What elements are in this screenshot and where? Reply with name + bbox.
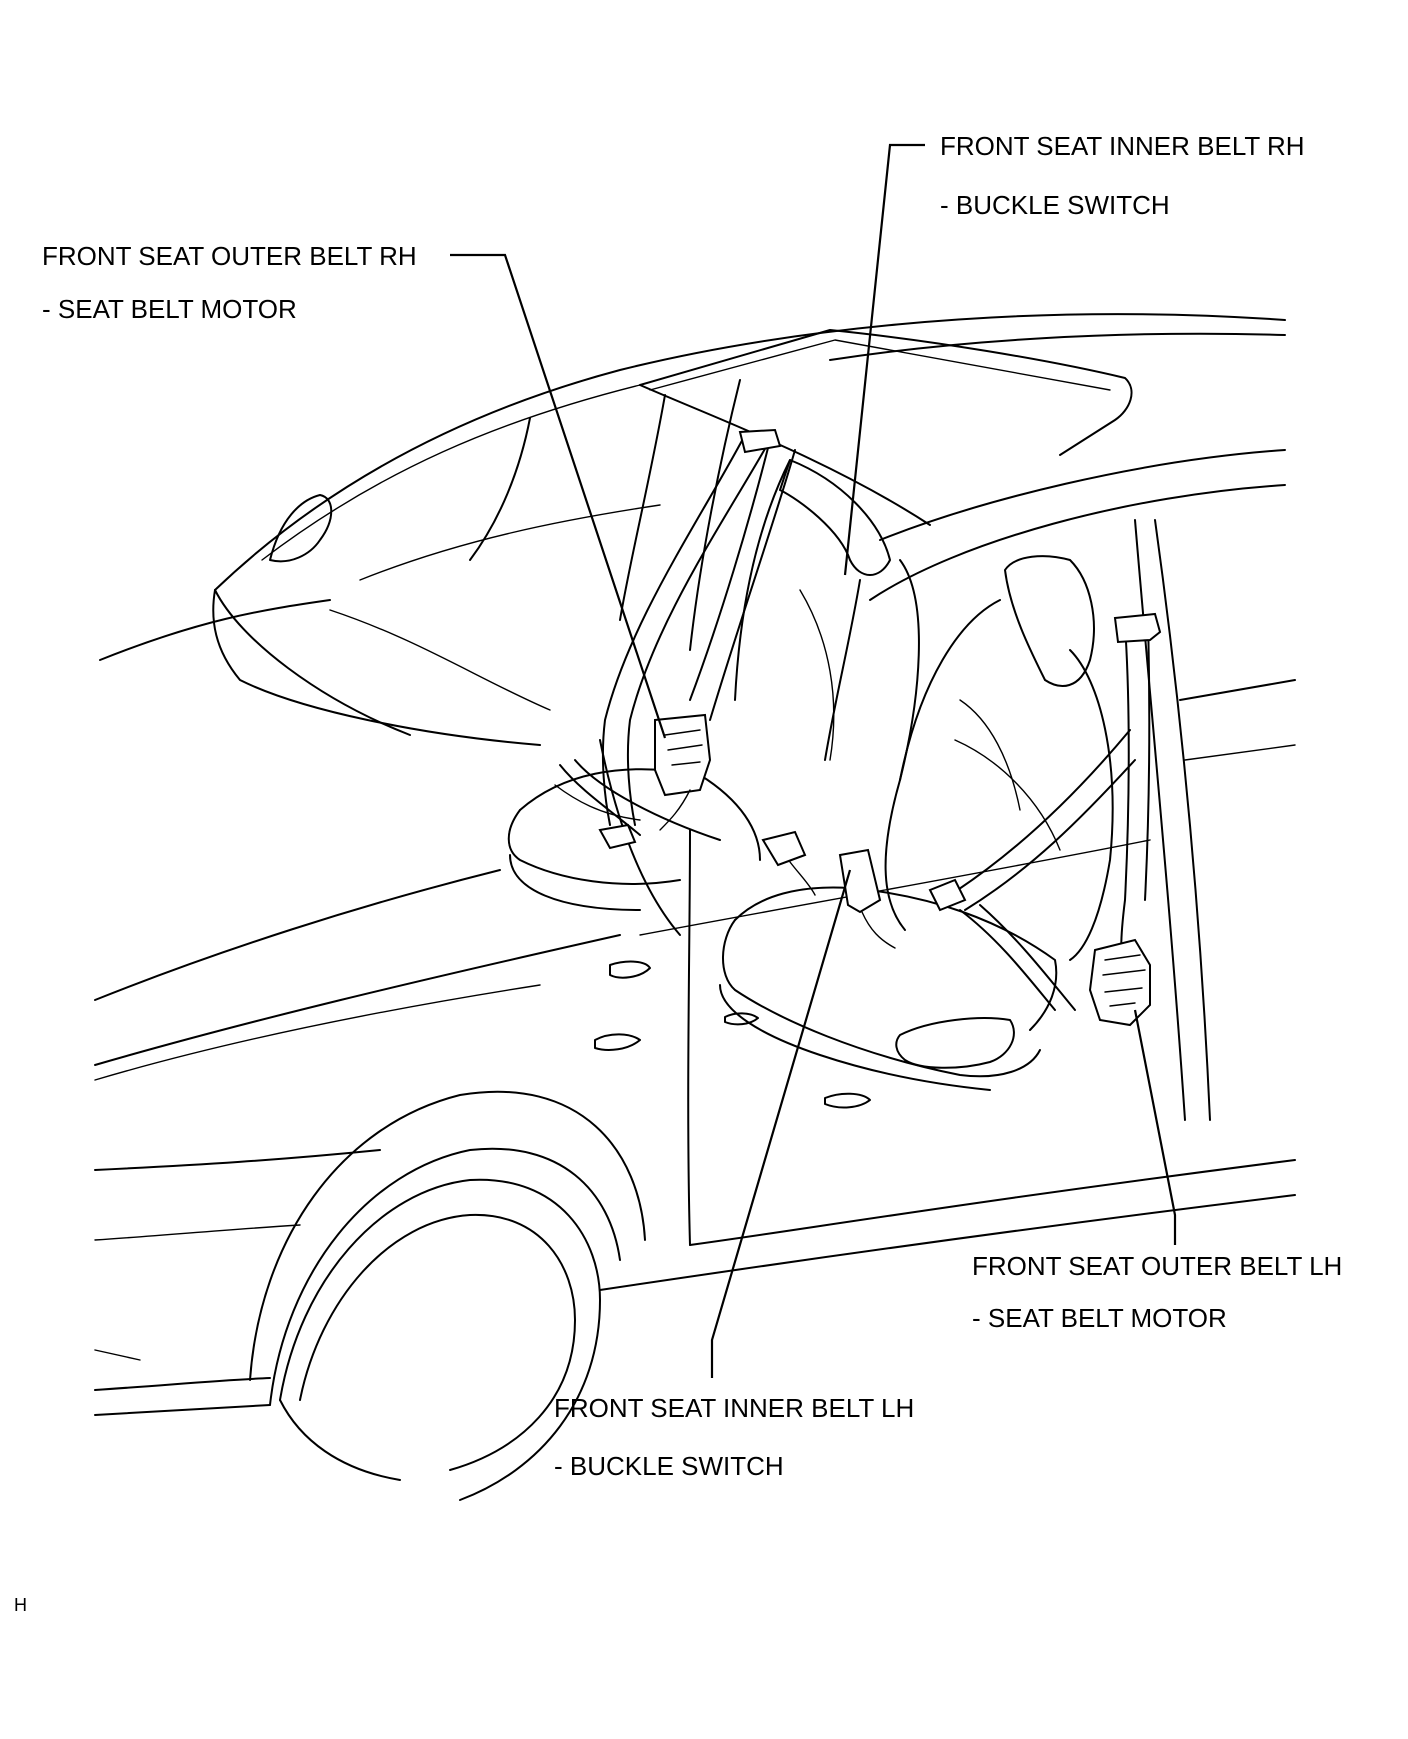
label-inner-belt-rh-part: - BUCKLE SWITCH [940, 190, 1170, 220]
label-outer-belt-rh: FRONT SEAT OUTER BELT RH [42, 241, 417, 271]
belt-hardware [598, 713, 1151, 1027]
label-inner-belt-rh: FRONT SEAT INNER BELT RH [940, 131, 1305, 161]
label-outer-belt-lh: FRONT SEAT OUTER BELT LH [972, 1251, 1343, 1281]
leader-lines [450, 143, 1177, 1378]
belt-webbing [559, 428, 1162, 1011]
label-outer-belt-lh-part: - SEAT BELT MOTOR [972, 1303, 1227, 1333]
label-outer-belt-rh-part: - SEAT BELT MOTOR [42, 294, 297, 324]
label-inner-belt-lh: FRONT SEAT INNER BELT LH [554, 1393, 915, 1423]
figure-code: H [14, 1595, 27, 1615]
car-body [94, 313, 1296, 1501]
label-inner-belt-lh-part: - BUCKLE SWITCH [554, 1451, 784, 1481]
